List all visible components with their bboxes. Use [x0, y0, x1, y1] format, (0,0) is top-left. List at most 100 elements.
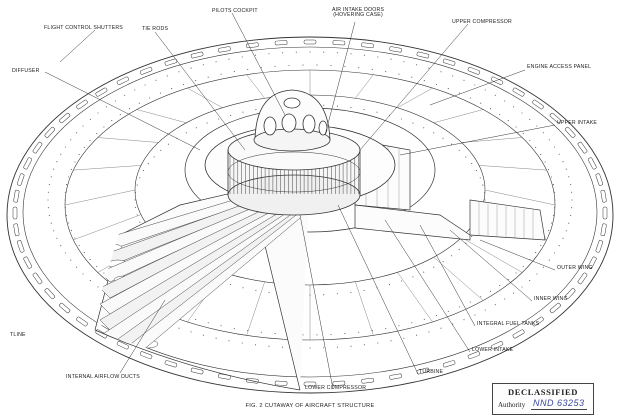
rivet [385, 327, 387, 329]
rivet [469, 97, 471, 99]
rivet [568, 222, 570, 224]
rivet [83, 252, 85, 254]
rivet [480, 102, 482, 104]
leader-engine-access-panel [429, 69, 526, 106]
rivet [215, 61, 217, 63]
rivet [138, 102, 140, 104]
rivet [228, 58, 230, 60]
rivet [571, 207, 573, 209]
rivet [529, 280, 531, 282]
rivet [554, 199, 556, 201]
rivet [260, 331, 262, 333]
rivet [64, 146, 66, 148]
rim-shutter [467, 351, 481, 360]
leader-tie-rods [154, 31, 246, 151]
rivet [494, 304, 496, 306]
rivet [323, 104, 325, 106]
rivet [53, 168, 55, 170]
rivet [68, 222, 70, 224]
label-internal-airflow-ducts: INTERNAL AIRFLOW DUCTS [66, 374, 140, 380]
rivet [544, 161, 546, 163]
rim-shutter [23, 256, 32, 269]
label-upper-intake: UPPER INTAKE [557, 120, 598, 126]
rivet [411, 76, 413, 78]
rivet [103, 272, 105, 274]
wing-rib [484, 189, 556, 206]
rivet [316, 64, 318, 66]
rivet [542, 132, 544, 134]
figure-caption: FIG. 2 CUTAWAY OF AIRCRAFT STRUCTURE [245, 403, 375, 409]
leader-upper-intake [399, 124, 556, 156]
leader-pilots-cockpit [231, 12, 286, 116]
rivet [195, 318, 197, 320]
rivet [550, 176, 552, 178]
rivet [433, 132, 435, 134]
rivet [74, 237, 76, 239]
rivet [570, 214, 572, 217]
rivet [504, 298, 506, 300]
rivet [134, 191, 137, 194]
rivet [159, 92, 161, 94]
rivet [228, 340, 230, 342]
rivet [323, 51, 325, 53]
rivet [50, 222, 52, 224]
rivet [484, 89, 486, 91]
wing-ribs [64, 70, 556, 340]
rivet [160, 149, 162, 151]
rim-shutter [595, 173, 603, 186]
rim-shutter [303, 39, 317, 45]
rivet [489, 290, 492, 292]
rivet [202, 334, 204, 336]
rim-shutter [32, 141, 43, 154]
rivet [513, 106, 515, 108]
rivet [282, 52, 284, 54]
rim-shutter [361, 42, 374, 49]
rivet [255, 109, 257, 111]
rivet [47, 207, 49, 209]
rivet [484, 199, 486, 201]
rivet [554, 191, 556, 193]
rivet [97, 112, 99, 114]
rim-shutter [116, 76, 129, 85]
rim-shutter [602, 206, 608, 220]
rivet [568, 176, 570, 178]
rim-shutters [12, 39, 608, 387]
rim-shutter [218, 46, 231, 53]
rivet [536, 273, 538, 275]
leader-lower-intake [384, 219, 471, 353]
rivet [47, 199, 49, 201]
rivet [554, 252, 556, 254]
rivet [70, 230, 72, 232]
rivet [78, 244, 80, 246]
rivet [166, 75, 168, 77]
rivet [552, 214, 554, 216]
rim-shutter [13, 189, 20, 203]
rivet [552, 184, 554, 186]
rivet [149, 97, 151, 99]
rivet [452, 75, 454, 77]
cockpit-window-3 [302, 114, 316, 134]
rivet [78, 154, 80, 156]
label-air-intake-doors-line2: (HOVERING CASE) [333, 12, 383, 19]
rivet [363, 344, 366, 346]
rivet [440, 327, 442, 329]
rivet [282, 346, 284, 348]
rivet [302, 334, 304, 336]
rim-shutter [32, 272, 43, 285]
rivet [323, 347, 325, 349]
rim-shutter [139, 351, 153, 360]
rivet [134, 199, 136, 201]
rivet [471, 163, 473, 165]
rim-shutter [532, 99, 544, 110]
rivet [195, 127, 197, 129]
rivet [230, 284, 232, 286]
rivet [535, 252, 537, 254]
rivet [195, 80, 197, 82]
label-flight-control-shutters: FLIGHT CONTROL SHUTTERS [44, 25, 123, 31]
rivet [74, 161, 76, 163]
rivet [336, 293, 338, 295]
label-air-intake-doors: AIR INTAKE DOORS (HOVERING CASE) [332, 7, 384, 19]
rivet [89, 280, 91, 282]
rivet [403, 337, 405, 339]
rim-shutter [164, 58, 178, 66]
